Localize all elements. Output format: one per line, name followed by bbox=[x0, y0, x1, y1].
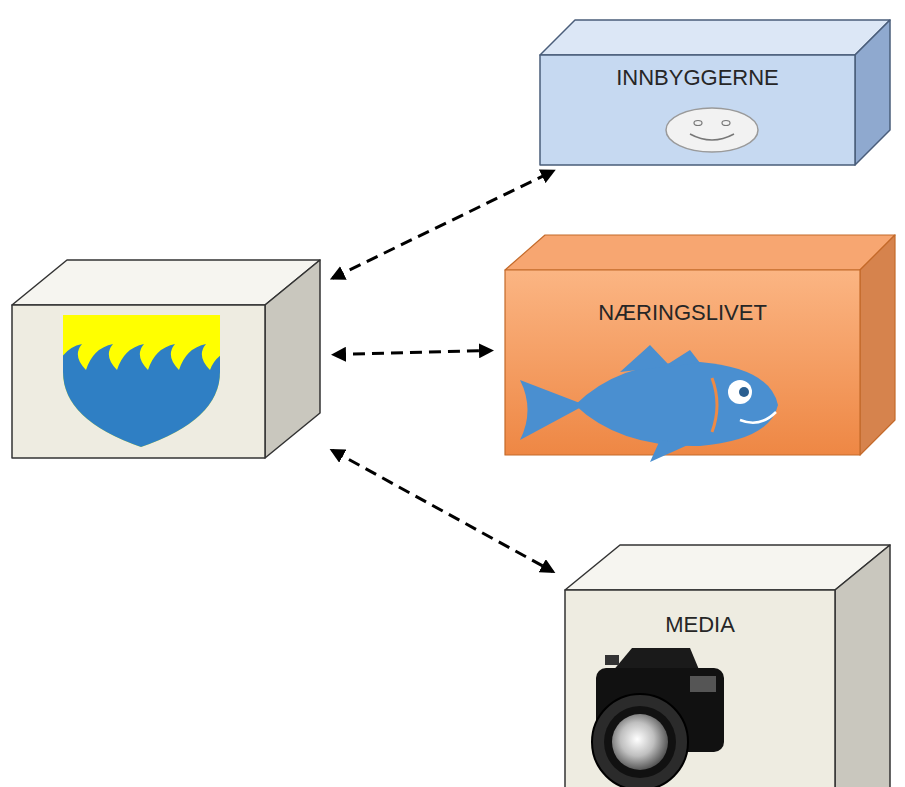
smiley-icon bbox=[666, 108, 758, 152]
business-box-3d bbox=[505, 235, 895, 455]
dashed-arrow bbox=[332, 450, 552, 571]
citizens-box: INNBYGGERNE bbox=[540, 55, 855, 165]
media-box: MEDIA bbox=[565, 590, 835, 787]
dashed-arrow bbox=[333, 171, 553, 278]
media-box-3d bbox=[565, 545, 890, 787]
box-label: INNBYGGERNE bbox=[616, 65, 779, 91]
box-label: MEDIA bbox=[665, 612, 735, 638]
arms-box bbox=[12, 305, 265, 458]
camera-icon bbox=[592, 648, 724, 787]
coat-of-arms bbox=[55, 315, 230, 460]
fish-icon bbox=[520, 345, 778, 462]
dashed-arrow bbox=[334, 350, 491, 354]
box-label: NÆRINGSLIVET bbox=[598, 300, 767, 326]
business-box: NÆRINGSLIVET bbox=[505, 270, 860, 455]
citizens-box-3d bbox=[540, 20, 890, 165]
